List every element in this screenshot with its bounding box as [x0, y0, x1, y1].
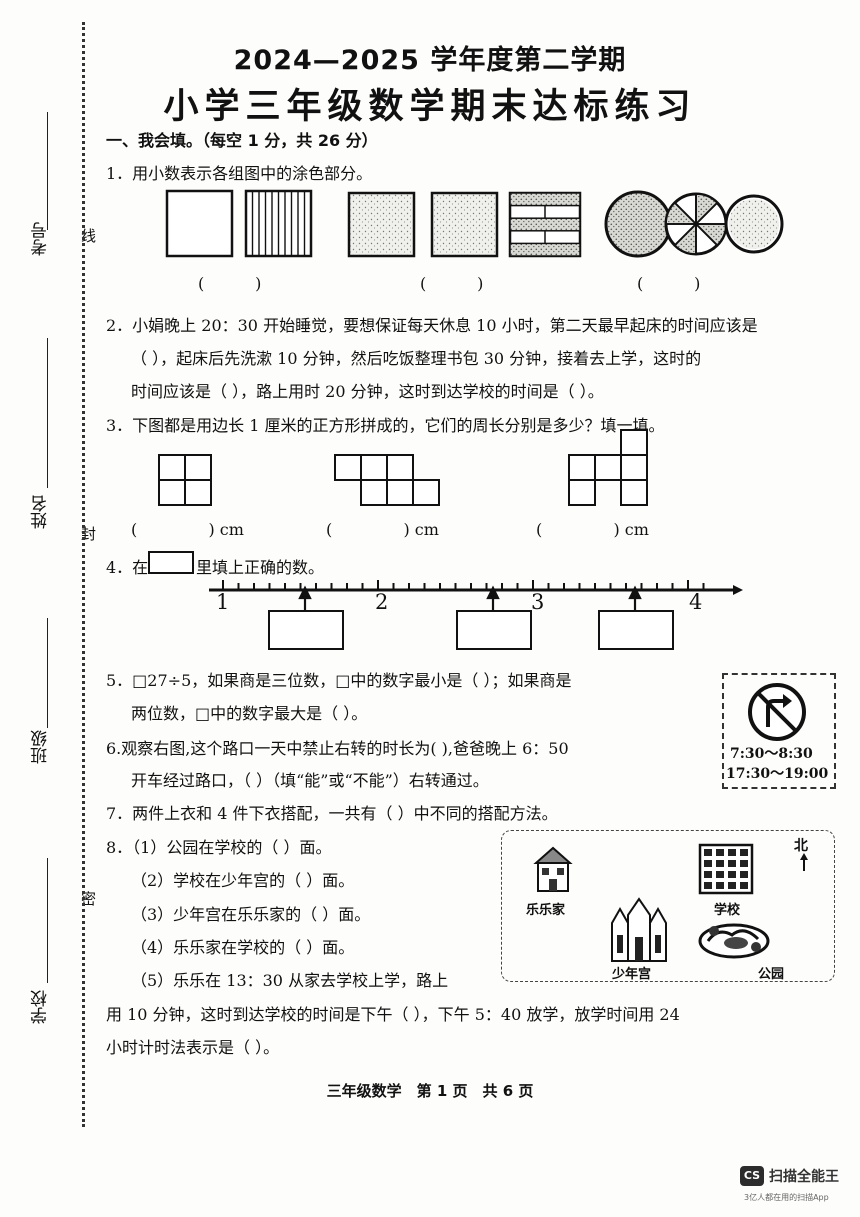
q4-label-2: 2: [375, 590, 389, 614]
q1-fig3-shaded-square: [347, 191, 416, 258]
q8-sub5-line2: 用 10 分钟，这时到达学校的时间是下午（ ），下午 5：40 放学，放学时间用…: [106, 1005, 680, 1024]
youth-palace-label: 少年宫: [612, 967, 652, 982]
q1-figures: [165, 189, 784, 258]
q1-blank-3[interactable]: ( ): [637, 274, 701, 293]
camscanner-name: 扫描全能王: [769, 1169, 839, 1185]
q1-fig6-circle: [604, 190, 672, 258]
q4-answer-box-3[interactable]: [598, 610, 674, 650]
q6-line2: 开车经过路口，（ ）（填“能”或“不能”）右转通过。: [131, 771, 489, 790]
q3-blank-3[interactable]: ( ) cm: [536, 520, 649, 539]
sign-time-evening: 17:30～19:00: [726, 766, 829, 782]
q1-fig1-square: [165, 189, 234, 258]
q4-number-line: [209, 580, 743, 612]
home-label: 乐乐家: [526, 903, 566, 918]
q2-line2: （ ），起床后先洗漱 10 分钟，然后吃饭整理书包 30 分钟，接着去上学，这时…: [131, 349, 702, 368]
q3-blank-1[interactable]: ( ) cm: [131, 520, 244, 539]
q8-sub3: （3）少年宫在乐乐家的（ ）面。: [131, 905, 371, 924]
exam-title: 小学三年级数学期末达标练习: [163, 87, 697, 127]
q8-sub4: （4）乐乐家在学校的（ ）面。: [131, 938, 355, 957]
q2-line3: 时间应该是（ ），路上用时 20 分钟，这时到达学校的时间是（ ）。: [131, 382, 604, 401]
no-right-turn-icon: [748, 683, 806, 741]
no-right-turn-sign-box: 7:30～8:30 17:30～19:00: [722, 673, 836, 789]
q4-sample-box: [148, 551, 194, 574]
home-house-icon: [533, 846, 573, 892]
school-building-icon: [698, 843, 754, 895]
class-label: 班级: [31, 730, 51, 764]
q1-blank-1[interactable]: ( ): [198, 274, 262, 293]
sign-time-morning: 7:30～8:30: [730, 746, 813, 762]
north-arrow-icon: [800, 853, 808, 871]
school-label: 学校: [714, 903, 741, 918]
park-icon: [698, 923, 770, 959]
q8-sub1: 8．（1）公园在学校的（ ）面。: [106, 838, 332, 857]
exam-term-title: 2024—2025 学年度第二学期: [233, 45, 627, 76]
camscanner-slogan: 3亿人都在用的扫描App: [744, 1193, 829, 1202]
q4-text-pre: 4．在: [106, 558, 149, 577]
q4-label-3: 3: [531, 590, 545, 614]
q4-label-1: 1: [216, 590, 230, 614]
q8-sub5-line3: 小时计时法表示是（ ）。: [106, 1038, 280, 1057]
q8-sub5: （5）乐乐在 13：30 从家去学校上学，路上: [131, 971, 449, 990]
q7-text: 7．两件上衣和 4 件下衣搭配，一共有（ ）中不同的搭配方法。: [106, 804, 558, 823]
class-line: [47, 618, 48, 728]
name-label: 姓名: [31, 495, 51, 529]
binding-dotted-line: [82, 22, 85, 1127]
park-label: 公园: [758, 967, 785, 982]
q4-answer-box-2[interactable]: [456, 610, 532, 650]
q3-text: 3．下图都是用边长 1 厘米的正方形拼成的，它们的周长分别是多少？填一填。: [106, 416, 665, 435]
q3-figures: [158, 429, 648, 506]
school-label: 学校: [31, 990, 51, 1024]
q5-line1: 5．□27÷5，如果商是三位数，□中的数字最小是（ ）；如果商是: [106, 671, 572, 690]
q3-blank-2[interactable]: ( ) cm: [326, 520, 439, 539]
name-line: [47, 338, 48, 488]
north-label: 北: [794, 838, 808, 854]
school-line: [47, 858, 48, 983]
exam-no-line: [47, 112, 48, 230]
q1-fig4-shaded-square: [430, 191, 499, 258]
q5-line2: 两位数，□中的数字最大是（ ）。: [131, 704, 368, 723]
page-footer: 三年级数学 第 1 页 共 6 页: [326, 1082, 534, 1100]
q2-line1: 2．小娟晚上 20：30 开始睡觉，要想保证每天休息 10 小时，第二天最早起床…: [106, 316, 758, 335]
direction-map: 北 乐乐家 学校 少年宫 公园: [501, 830, 835, 982]
q4-label-4: 4: [689, 590, 703, 614]
camscanner-logo: CS: [740, 1166, 764, 1186]
exam-no-label: 考号: [31, 222, 51, 256]
section-heading: 一、我会填。（每空 1 分，共 26 分）: [106, 131, 378, 150]
q8-sub2: （2）学校在少年宫的（ ）面。: [131, 871, 355, 890]
youth-palace-icon: [611, 897, 667, 962]
q1-blank-2[interactable]: ( ): [420, 274, 484, 293]
q4-text-post: 里填上正确的数。: [196, 558, 325, 577]
q4-answer-box-1[interactable]: [268, 610, 344, 650]
q1-text: 1．用小数表示各组图中的涂色部分。: [106, 164, 373, 183]
q6-line1: 6.观察右图,这个路口一天中禁止右转的时长为( ),爸爸晚上 6：50: [106, 739, 569, 758]
